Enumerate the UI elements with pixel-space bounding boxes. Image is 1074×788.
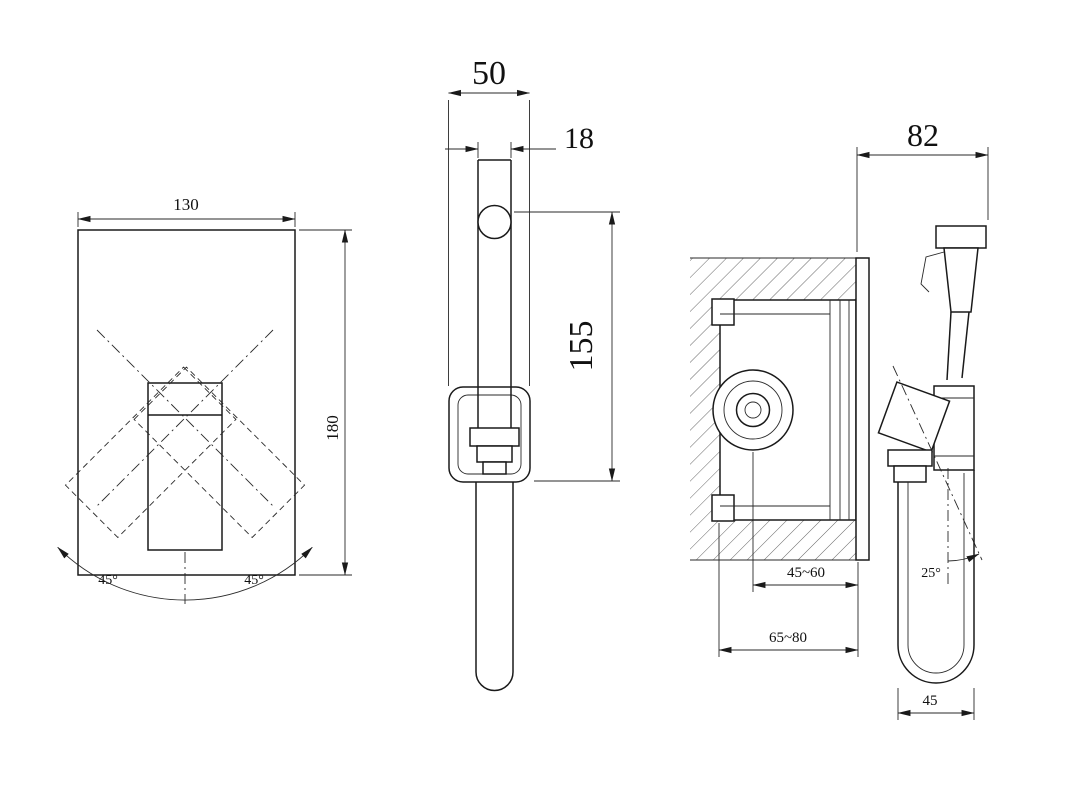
handle-swing-arc — [57, 546, 313, 601]
dim-hose-loop-width: 45 — [897, 688, 975, 720]
trim-plate-edge — [855, 257, 870, 561]
tilted-holder-cup — [877, 381, 951, 453]
sprayer-grip — [943, 247, 979, 313]
dim-plate-width: 130 — [77, 195, 296, 227]
angle-label-tilt: 25° — [921, 566, 941, 581]
sprayer-trigger — [920, 251, 945, 293]
dim-label-hose-width: 45 — [923, 693, 938, 709]
sprayer-head — [469, 427, 520, 447]
sprayer-head-top — [935, 225, 987, 249]
hose-connector — [482, 461, 507, 475]
dim-body-depth-range: 65~80 — [718, 523, 859, 657]
hose-bottom-bend — [475, 671, 514, 692]
mounting-tab-top — [711, 298, 735, 326]
dim-sprayer-height: 155 — [514, 211, 620, 482]
installed-view: 25° 82 45~60 65~80 — [690, 117, 989, 720]
sprayer-body-right — [961, 311, 970, 379]
dim-label-plate-width: 130 — [173, 195, 199, 214]
valve-spindle-mid — [723, 380, 783, 440]
dim-label-body-range: 65~80 — [769, 630, 807, 646]
ball-joint — [477, 204, 512, 240]
dim-label-projection-depth: 82 — [907, 117, 939, 153]
valve-spindle-inner — [735, 392, 771, 428]
dim-holder-width: 50 — [447, 55, 531, 386]
valve-spindle-outer — [712, 369, 794, 451]
mounting-plate-outline — [77, 229, 296, 576]
dim-label-tube-width: 18 — [564, 122, 594, 155]
dim-tube-width: 18 — [445, 122, 594, 158]
dim-label-embed-range: 45~60 — [787, 565, 825, 581]
side-view: 50 18 155 — [445, 55, 620, 692]
dim-label-plate-height: 180 — [323, 415, 342, 441]
dim-projection-depth: 82 — [856, 117, 989, 252]
tilt-axis-centerline — [892, 365, 983, 561]
mounting-tab-bottom — [711, 494, 735, 522]
dim-label-holder-width: 50 — [472, 55, 506, 92]
dim-embed-depth-range: 45~60 — [752, 452, 859, 592]
angle-label-left: 45° — [98, 573, 118, 588]
dim-plate-height: 180 — [299, 229, 352, 576]
valve-spindle-center — [744, 401, 762, 419]
sprayer-inlet-nut — [476, 445, 513, 463]
dim-label-sprayer-height: 155 — [563, 321, 600, 372]
front-view: 130 180 45° 45° — [57, 195, 352, 604]
hose-loop-inner — [907, 644, 965, 674]
angle-label-right: 45° — [244, 573, 264, 588]
sprayer-body-left — [946, 311, 952, 381]
hose-nut-lower — [893, 465, 927, 483]
hose-loop-outer — [897, 644, 975, 684]
handle-lever — [147, 382, 223, 551]
hose-nut-upper — [887, 449, 933, 467]
